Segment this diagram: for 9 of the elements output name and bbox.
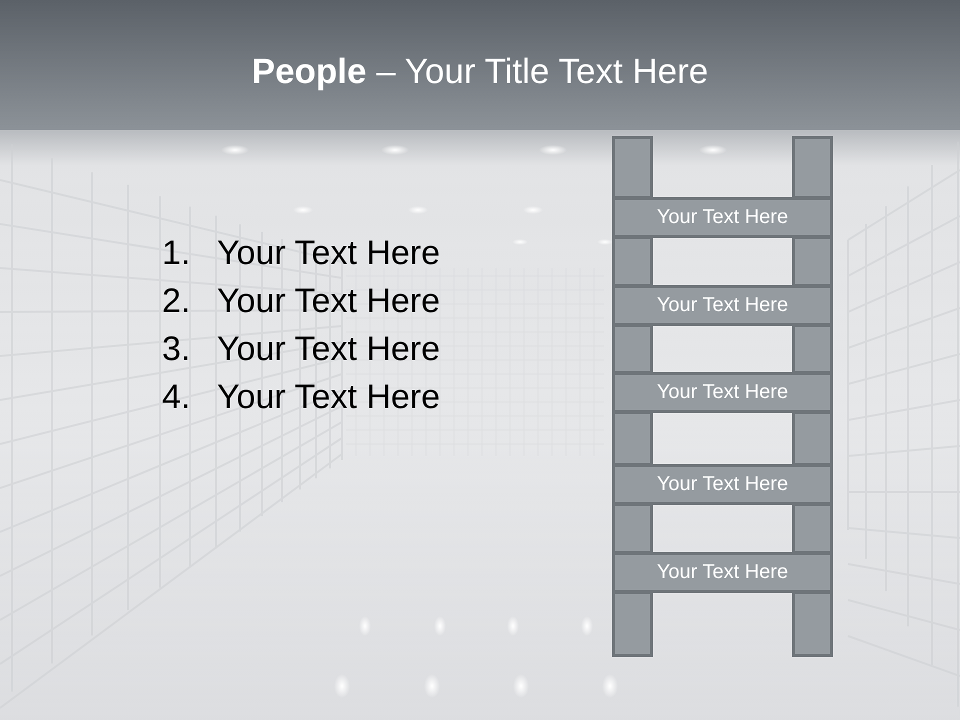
list-number: 1.: [162, 235, 190, 272]
list-number: 3.: [162, 331, 190, 368]
list-number: 2.: [162, 283, 190, 320]
list-number: 4.: [162, 379, 190, 416]
slide-title: People – Your Title Text Here: [252, 52, 708, 92]
list-item-text: Your Text Here: [217, 379, 440, 416]
list-item-text: Your Text Here: [217, 235, 440, 272]
list-item-text: Your Text Here: [217, 331, 440, 368]
list-item-text: Your Text Here: [217, 283, 440, 320]
